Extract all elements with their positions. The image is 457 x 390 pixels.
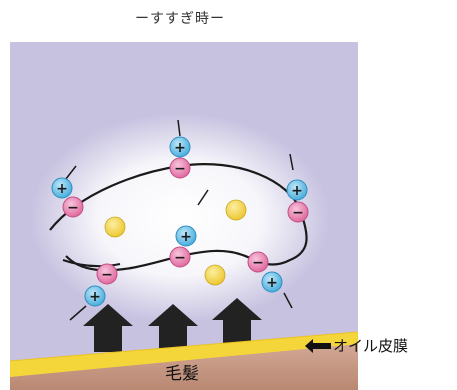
oil-film-label: オイル皮膜 <box>305 335 408 356</box>
plus-ion-icon <box>175 225 197 247</box>
minus-ion-icon <box>62 196 84 218</box>
plus-sign: + <box>291 183 303 199</box>
plus-ion-icon <box>286 179 308 201</box>
minus-ion-icon <box>169 157 191 179</box>
surfactant-tails <box>61 119 294 321</box>
oil-film-text: オイル皮膜 <box>333 337 409 355</box>
plus-ion-icon <box>261 271 283 293</box>
minus-sign: − <box>174 161 186 177</box>
surfactant-lower-right: − + <box>247 251 283 293</box>
minus-ion-icon <box>287 201 309 223</box>
plus-ion-icon <box>51 177 73 199</box>
surfactant-center: + − <box>169 225 197 268</box>
plus-sign: + <box>174 140 186 156</box>
oil-film <box>10 332 358 377</box>
minus-ion-icon <box>96 263 118 285</box>
up-arrow-icon <box>148 304 198 352</box>
plus-ion-icon <box>84 285 106 307</box>
plus-sign: + <box>266 275 278 291</box>
diagram-panel: + − + − + − + − − + <box>10 42 358 390</box>
lift-arrows <box>83 298 262 352</box>
plus-sign: + <box>180 229 192 245</box>
particle-icon <box>225 199 247 221</box>
plus-ion-icon <box>169 136 191 158</box>
particles <box>104 199 247 286</box>
surfactant-left: + − <box>51 177 84 218</box>
minus-sign: − <box>67 200 79 216</box>
minus-sign: − <box>101 267 113 283</box>
surfactant-lower-left: − + <box>84 263 118 307</box>
minus-ion-icon <box>247 251 269 273</box>
minus-sign: − <box>174 250 186 266</box>
surfactant-top: + − <box>169 136 191 179</box>
left-arrow-icon <box>305 338 331 353</box>
plus-sign: + <box>56 181 68 197</box>
page-title: ーすすぎ時ー <box>135 11 225 27</box>
surfactant-right: + − <box>286 179 309 223</box>
oil-film-edge <box>10 331 358 362</box>
minus-sign: − <box>252 255 264 271</box>
particle-icon <box>204 264 226 286</box>
up-arrow-icon <box>83 304 133 352</box>
up-arrow-icon <box>212 298 262 348</box>
micelle-lower-edge <box>62 259 121 268</box>
particle-icon <box>104 216 126 238</box>
plus-sign: + <box>89 289 101 305</box>
hair-label: 毛髪 <box>165 364 199 384</box>
minus-sign: − <box>292 205 304 221</box>
minus-ion-icon <box>169 246 191 268</box>
rinse-diagram: + − + − + − + − − + <box>10 42 358 390</box>
